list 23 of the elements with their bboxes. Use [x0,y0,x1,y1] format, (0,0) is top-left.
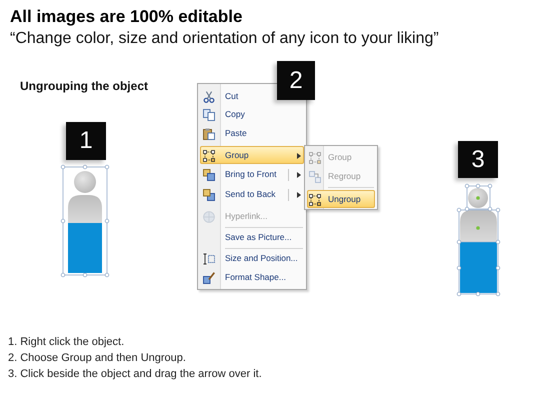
menu-item-label: Ungroup [328,193,361,205]
subtitle: “Change color, size and orientation of any icon to your liking” [10,30,439,48]
step-number-badge: 2 [277,61,315,100]
menu-item-label: Save as Picture... [225,231,292,243]
step-number-badge: 1 [66,122,106,160]
slide-title: All images are 100% editable [10,7,242,27]
section-heading: Ungrouping the object [20,79,148,93]
menu-item-label: Regroup [328,170,361,182]
menu-item-label: Format Shape... [225,271,286,283]
submenu [304,145,378,210]
menu-item-label: Cut [225,90,238,102]
instruction-step: 1. Right click the object. [8,336,124,348]
instruction-step: 2. Choose Group and then Ungroup. [8,352,186,364]
menu-item-label: Group [225,149,249,161]
menu-item-label: Group [328,151,352,163]
instruction-step: 3. Click beside the object and drag the arrow over it. [8,368,262,380]
menu-item-label: Send to Back [225,188,276,200]
menu-item-label: Size and Position... [225,252,298,264]
menu-item-label: Paste [225,127,247,139]
menu-item-label: Copy [225,108,245,120]
menu-item-label: Bring to Front [225,168,276,180]
menu-item-label: Hyperlink... [225,210,268,222]
step-number-badge: 3 [458,141,498,178]
